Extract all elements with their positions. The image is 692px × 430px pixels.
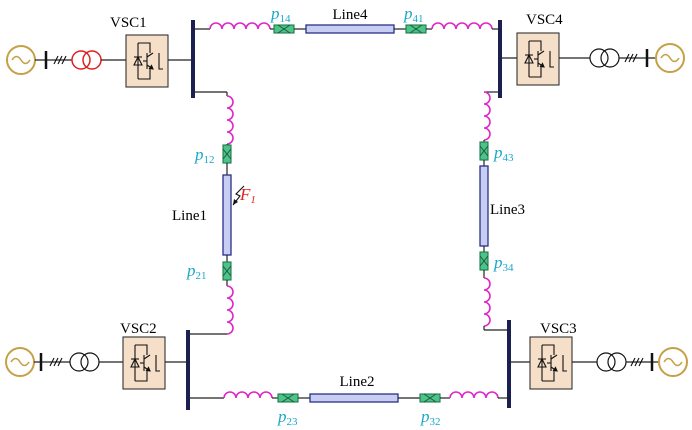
branch-line3 — [479, 91, 509, 331]
line4-body — [305, 24, 395, 34]
transformer-1-primary — [71, 50, 91, 70]
vsc2-label: VSC2 — [120, 321, 157, 337]
inductor-3-2 — [449, 391, 499, 399]
breaker-p34 — [479, 251, 489, 271]
p14-label: p14 — [270, 4, 291, 25]
fault-marker — [232, 185, 245, 206]
transformer-4-primary — [589, 48, 609, 68]
station-vsc1 — [6, 34, 193, 88]
inductor-4-3 — [483, 91, 491, 141]
inductor-2-3 — [223, 391, 273, 399]
three-phase-marks — [49, 357, 63, 367]
igbt-icon — [130, 344, 160, 382]
transformer-3-primary — [596, 352, 616, 372]
transformer-3-secondary — [607, 352, 627, 372]
p23-label: p23 — [277, 407, 298, 428]
igbt-icon — [524, 40, 554, 78]
igbt-icon — [537, 344, 567, 382]
breaker-p41 — [405, 24, 427, 34]
inductor-4-1 — [431, 22, 493, 30]
igbt-icon — [133, 42, 163, 80]
breaker-p32 — [419, 393, 441, 403]
vsc-switch-symbols — [130, 40, 567, 382]
p41-label: p41 — [403, 4, 424, 25]
line2-body — [309, 393, 399, 403]
sine-icon — [660, 53, 680, 63]
line3-label: Line3 — [490, 202, 525, 218]
p32-label: p32 — [420, 407, 441, 428]
three-phase-marks — [53, 55, 67, 65]
branch-line4 — [193, 22, 500, 34]
breaker-p14 — [273, 24, 295, 34]
branch-line1 — [188, 91, 234, 335]
vsc3-label: VSC3 — [540, 321, 577, 337]
p34-label: p34 — [493, 253, 514, 274]
line1-label: Line1 — [172, 208, 207, 224]
p21-label: p21 — [186, 261, 207, 282]
breaker-p23 — [277, 393, 299, 403]
transformer-2-primary — [69, 352, 89, 372]
vsc3-box — [529, 336, 573, 390]
station-vsc3 — [509, 336, 688, 390]
three-phase-marks — [624, 53, 638, 63]
line3-body — [479, 165, 489, 247]
inductor-1-4 — [209, 22, 271, 30]
branch-line2 — [188, 391, 509, 403]
inductor-1-2 — [226, 95, 234, 145]
sine-icon — [663, 357, 683, 367]
inductor-3-4 — [483, 277, 491, 327]
breaker-p21 — [222, 261, 232, 281]
line4-label: Line4 — [333, 7, 368, 23]
sine-icon — [10, 357, 30, 367]
transformer-1-secondary — [82, 50, 102, 70]
three-phase-marks — [630, 357, 644, 367]
inductor-2-1 — [226, 285, 234, 335]
vsc1-label: VSC1 — [110, 15, 147, 31]
sine-icon — [11, 55, 31, 65]
vsc4-label: VSC4 — [526, 12, 563, 28]
transformer-4-secondary — [600, 48, 620, 68]
line1-body — [222, 174, 232, 256]
p43-label: p43 — [493, 143, 514, 164]
fault-label: F1 — [239, 185, 256, 206]
breaker-p12 — [222, 144, 232, 164]
transformer-2-secondary — [80, 352, 100, 372]
p12-label: p12 — [194, 145, 215, 166]
breaker-p43 — [479, 141, 489, 161]
station-vsc2 — [5, 336, 188, 390]
line2-label: Line2 — [340, 374, 375, 390]
